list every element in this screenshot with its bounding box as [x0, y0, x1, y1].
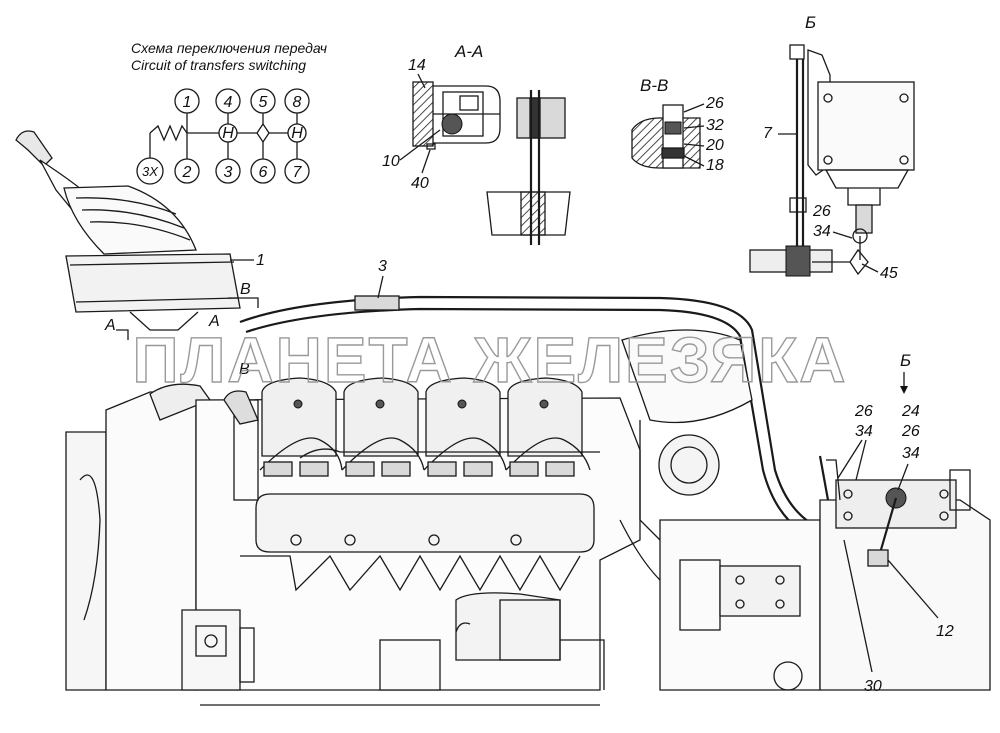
gear-2: 2 — [182, 164, 192, 181]
callout-34-m1: 34 — [855, 423, 873, 440]
gear-5: 5 — [259, 94, 268, 111]
shift-scheme: H H 1 4 5 8 3X 2 3 6 7 — [136, 88, 310, 185]
callout-10: 10 — [382, 153, 400, 170]
neutral-h1: H — [222, 125, 234, 142]
cut-a-left: A — [104, 317, 116, 334]
callout-26-m2: 26 — [901, 423, 920, 440]
section-bb-view: B-B 26 32 20 18 — [631, 76, 724, 174]
callout-34-vb: 34 — [813, 223, 831, 240]
callout-20: 20 — [705, 137, 724, 154]
callout-18: 18 — [706, 157, 724, 174]
engine-block — [65, 329, 991, 706]
callout-1: 1 — [256, 252, 265, 269]
watermark-text: ПЛАНЕТА ЖЕЛЕЗЯКА — [133, 324, 848, 396]
view-b-detail: Б 7 26 34 45 — [749, 13, 915, 282]
callout-40: 40 — [411, 175, 429, 192]
view-b-arrow-label: Б — [900, 351, 911, 370]
gear-8: 8 — [293, 94, 302, 111]
callout-12: 12 — [936, 623, 954, 640]
cut-a-right: A — [208, 313, 220, 330]
callout-45: 45 — [880, 265, 898, 282]
cut-b-bottom: B — [239, 361, 250, 378]
shift-rod: 3 — [239, 258, 831, 546]
gear-3: 3 — [224, 164, 233, 181]
callout-30: 30 — [864, 678, 882, 695]
gear-6: 6 — [259, 164, 268, 181]
callout-3: 3 — [378, 258, 387, 275]
callout-32: 32 — [706, 117, 724, 134]
callout-24: 24 — [901, 403, 920, 420]
caption-en: Circuit of transfers switching — [131, 57, 306, 73]
callout-14: 14 — [408, 57, 426, 74]
callout-7: 7 — [763, 125, 773, 142]
gear-1: 1 — [183, 94, 192, 111]
gear-4: 4 — [224, 94, 233, 111]
gear-7: 7 — [293, 164, 303, 181]
section-markers: A A B B Б — [104, 281, 911, 394]
gear-reverse: 3X — [142, 164, 159, 179]
section-bb-title: B-B — [640, 76, 668, 95]
callout-34-m2: 34 — [902, 445, 920, 462]
section-aa-title: A-A — [454, 42, 483, 61]
gear-lever: 1 — [15, 130, 265, 331]
callout-26-vb: 26 — [812, 203, 831, 220]
cut-b-top: B — [240, 281, 251, 298]
neutral-h2: H — [291, 125, 303, 142]
callout-26-bb: 26 — [705, 95, 724, 112]
caption-ru: Схема переключения передач — [131, 40, 327, 56]
section-aa-view: A-A 14 10 40 — [382, 42, 571, 245]
view-b-title: Б — [805, 13, 816, 32]
main-callouts: 26 34 24 26 34 12 30 — [837, 403, 954, 695]
callout-26-m1: 26 — [854, 403, 873, 420]
